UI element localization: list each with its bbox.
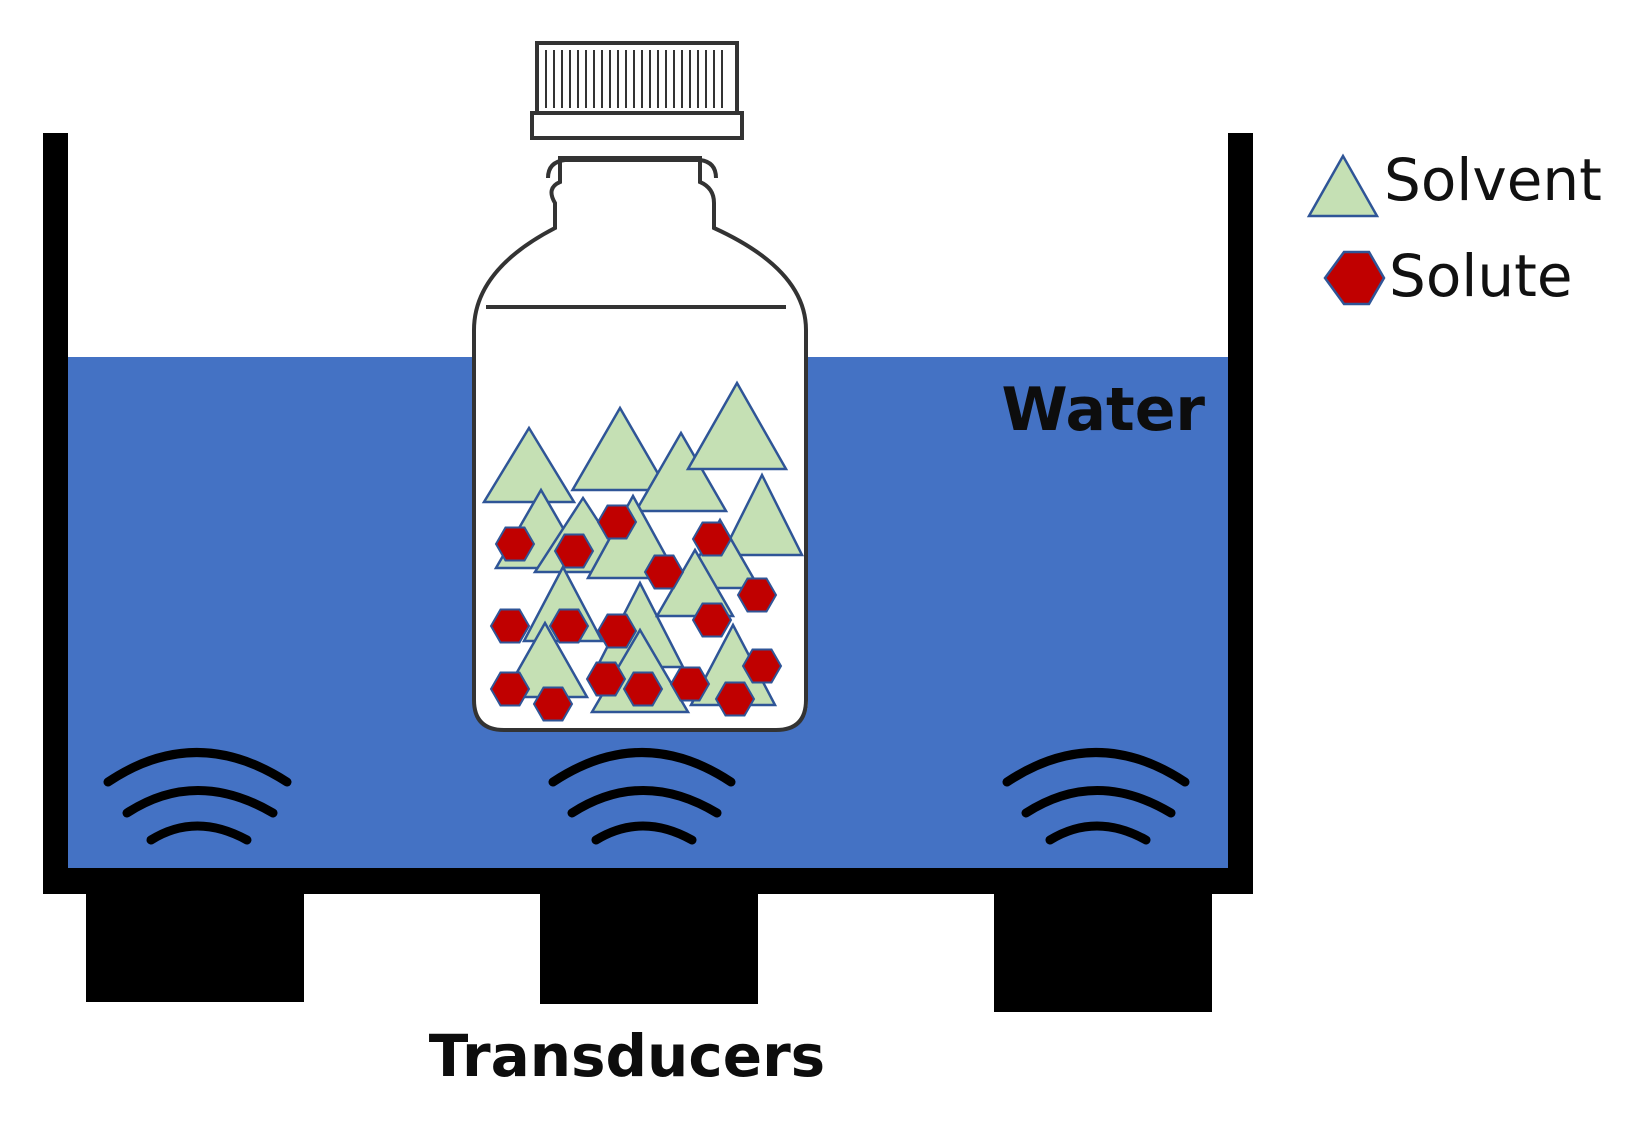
tank-right-wall (1228, 133, 1253, 894)
transducer-right (994, 894, 1212, 1012)
cap-collar (530, 111, 744, 140)
bottle-neck-ring (546, 158, 718, 179)
wave-arc (591, 821, 697, 845)
solute-particle (553, 533, 595, 569)
solute-particle (489, 608, 531, 644)
solute-particle (494, 526, 536, 562)
solvent-particle (633, 430, 729, 513)
tank-bottom (43, 868, 1253, 894)
legend-item-solvent: Solvent (1306, 146, 1602, 218)
solute-particle (596, 613, 638, 649)
water-label: Water (1002, 375, 1206, 445)
wave-arc (1002, 748, 1190, 787)
tank-left-wall (43, 133, 68, 894)
wave-group-right (1002, 748, 1190, 845)
legend-solvent-label: Solvent (1384, 146, 1602, 214)
solvent-particle (719, 472, 805, 557)
solute-particle (585, 661, 627, 697)
bottle (472, 41, 808, 732)
solute-particle (532, 686, 574, 722)
solute-particle (596, 504, 638, 540)
legend-solute-label: Solute (1389, 242, 1573, 310)
solvent-particle (570, 405, 670, 492)
solute-particle (489, 671, 531, 707)
solute-particle (622, 671, 664, 707)
transducers-label: Transducers (429, 1022, 825, 1090)
cap-ridges (545, 50, 723, 108)
solvent-particle (685, 380, 789, 471)
legend-item-solute: Solute (1323, 242, 1573, 310)
tank (43, 133, 1253, 894)
transducers (86, 894, 1212, 1012)
solute-particle (691, 521, 733, 557)
solute-particle (643, 554, 685, 590)
wave-arc (1045, 821, 1151, 845)
bottle-contents (481, 380, 805, 722)
solute-particle (548, 608, 590, 644)
wave-group-left (103, 748, 292, 845)
solute-hexagon-icon (1323, 250, 1386, 306)
wave-arc (122, 786, 278, 818)
wave-arc (103, 748, 292, 787)
wave-arc (567, 786, 722, 818)
solute-particle (691, 602, 733, 638)
solute-particle (741, 648, 783, 684)
solute-particle (669, 666, 711, 702)
transducer-middle (540, 894, 758, 1004)
solvent-particle (481, 425, 577, 504)
wave-arc (548, 748, 736, 787)
wave-arc (1021, 786, 1176, 818)
solute-particle (714, 681, 756, 717)
wave-arc (146, 821, 252, 845)
bottle-cap (530, 41, 744, 140)
legend: Solvent Solute (1306, 146, 1602, 310)
solvent-triangle-icon (1306, 153, 1380, 218)
water-fill (65, 357, 1228, 868)
wave-group-middle (548, 748, 736, 845)
solute-particle (736, 577, 778, 613)
transducer-left (86, 894, 304, 1002)
